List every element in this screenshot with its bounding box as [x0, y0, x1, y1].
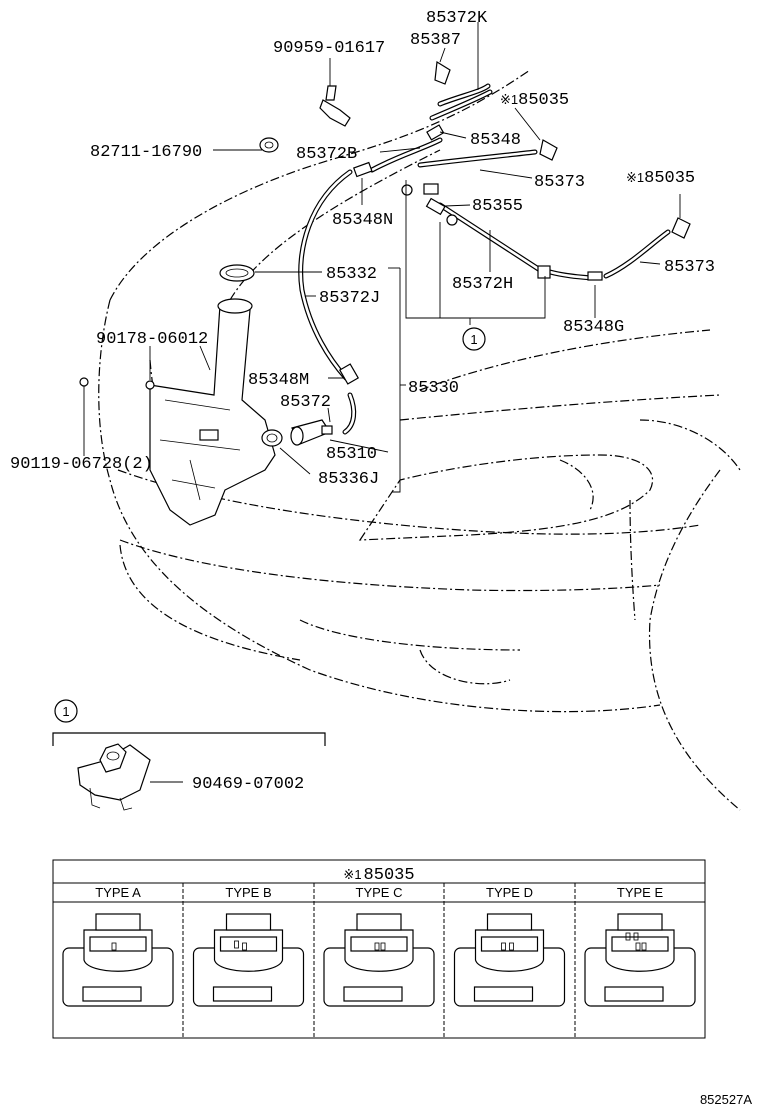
type-header: TYPE A — [95, 885, 141, 900]
part-label-number: 85348G — [563, 318, 624, 337]
part-callouts: 85372K8538790959-01617※1850358534882711-… — [10, 9, 715, 489]
part-label: 82711-16790 — [90, 143, 202, 162]
part-label-number: 85348 — [470, 131, 521, 150]
part-label-number: 90178-06012 — [96, 330, 208, 349]
part-label: 85373 — [534, 173, 585, 192]
clips-fasteners — [79, 60, 691, 390]
part-label: 85332 — [326, 265, 377, 284]
part-label-number: 85373 — [664, 258, 715, 277]
part-label-number: 90959-01617 — [273, 39, 385, 58]
type-header: TYPE C — [356, 885, 403, 900]
group-marker-number: 1 — [470, 332, 477, 347]
part-label: 85372B — [296, 145, 357, 164]
part-label-number: 82711-16790 — [90, 143, 202, 162]
part-label: ※185035 — [626, 169, 695, 188]
variant-type-cells: TYPE A TYPE B TYPE C TYPE D TYPE E — [62, 885, 696, 1007]
washer-tank — [149, 264, 333, 526]
part-label: 85355 — [472, 197, 523, 216]
part-label-number: 85372J — [319, 289, 380, 308]
part-label-number: 85336J — [318, 470, 379, 489]
part-label-number: 85372B — [296, 145, 357, 164]
part-label: 90959-01617 — [273, 39, 385, 58]
part-label: 85372 — [280, 393, 331, 412]
part-label-number: 85348M — [248, 371, 309, 390]
part-label-number: 85387 — [410, 31, 461, 50]
part-label-number: 85372K — [426, 9, 488, 28]
part-label: ※185035 — [500, 91, 569, 110]
part-label: 85373 — [664, 258, 715, 277]
part-label: 85348M — [248, 371, 309, 390]
nozzle-type-illustration — [323, 913, 435, 1007]
part-label: 85372K — [426, 9, 488, 28]
part-label-number: 90119-06728(2) — [10, 455, 153, 474]
part-label-number: 85330 — [408, 379, 459, 398]
nozzle-type-illustration — [453, 913, 566, 1007]
detail-marker-number: 1 — [62, 704, 69, 719]
type-header: TYPE D — [486, 885, 533, 900]
part-label: 85348 — [470, 131, 521, 150]
part-label: 90178-06012 — [96, 330, 208, 349]
part-label: 85336J — [318, 470, 379, 489]
part-label: 85348N — [332, 211, 393, 230]
nozzle-type-illustration — [192, 913, 305, 1007]
hose-joints — [338, 124, 603, 385]
part-label-number: 85035 — [518, 91, 569, 110]
part-label: 85372H — [452, 275, 513, 294]
part-label-number: 85372H — [452, 275, 513, 294]
part-label-number: 85035 — [644, 169, 695, 188]
detail-part-number: 90469-07002 — [192, 775, 304, 794]
nozzle-type-illustration — [584, 913, 696, 1007]
part-label: 90119-06728(2) — [10, 455, 153, 474]
leader-lines — [83, 22, 681, 783]
part-label-number: 85373 — [534, 173, 585, 192]
nozzle-type-illustration — [62, 913, 174, 1007]
type-header: TYPE B — [225, 885, 271, 900]
part-label-number: 85355 — [472, 197, 523, 216]
part-label-number: 85332 — [326, 265, 377, 284]
part-label: 85372J — [319, 289, 380, 308]
type-header: TYPE E — [617, 885, 664, 900]
part-label-number: 85348N — [332, 211, 393, 230]
part-label-mark: ※1 — [626, 170, 644, 185]
part-label-number: 85372 — [280, 393, 331, 412]
part-label-number: 85310 — [326, 445, 377, 464]
part-label: 85310 — [326, 445, 377, 464]
group-marker: 1 — [462, 327, 486, 351]
part-label: 85387 — [410, 31, 461, 50]
detail-inset: 1 90469-07002 — [52, 699, 326, 811]
diagram-code: 852527A — [700, 1092, 752, 1107]
part-label-mark: ※1 — [500, 92, 518, 107]
part-label: 85348G — [563, 318, 624, 337]
vehicle-body-outline — [98, 69, 741, 811]
part-label: 85330 — [408, 379, 459, 398]
